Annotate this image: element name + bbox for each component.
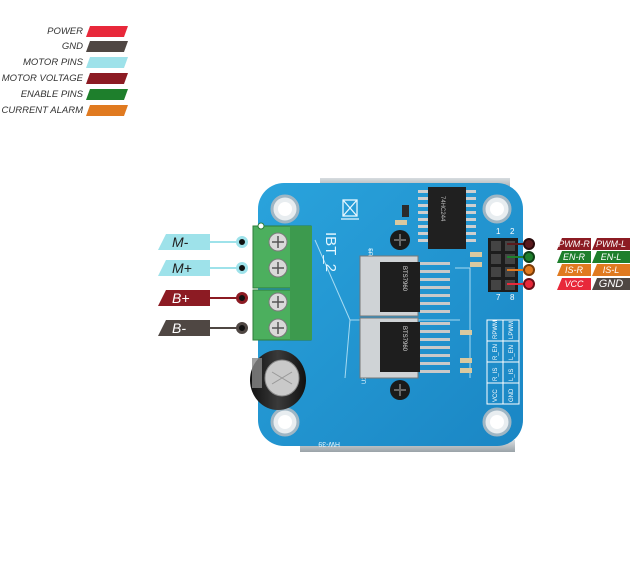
legend-label: ENABLE PINS (20, 89, 83, 100)
mounting-holes (270, 194, 512, 437)
header-label: R_IS (493, 368, 499, 381)
header-label: GND (509, 388, 515, 402)
header-label: RPWM (493, 320, 499, 339)
dot-motor-plus (236, 262, 248, 274)
dot-power (523, 278, 535, 290)
legend-label: GND (61, 41, 83, 52)
header-label: L_IS (509, 369, 515, 381)
header-num-2: 2 (510, 227, 515, 236)
tag-is-l: IS-L (592, 264, 630, 276)
tag-motor-minus: M- (158, 234, 210, 250)
tag-battery-plus: B+ (158, 290, 210, 306)
silk-title: IBT_2 (322, 232, 339, 272)
chip-lower-id: U2 (362, 376, 368, 384)
screws (390, 230, 410, 400)
legend-gnd: GND (0, 40, 130, 53)
tag-pwm-r: PWM-R (557, 238, 591, 250)
header-label-table: VCC R_IS R_EN RPWM GND L_IS L_EN LPWM (486, 319, 520, 405)
chip-upper: BTS7960 (359, 255, 450, 317)
dot-is (523, 264, 535, 276)
header-label: LPWM (509, 321, 515, 339)
chip-lower-label: BTS7960 (401, 326, 407, 352)
header-label: R_EN (493, 344, 499, 360)
dot-battery-minus (236, 322, 248, 334)
tag-motor-plus: M+ (158, 260, 210, 276)
legend-label: CURRENT ALARM (1, 105, 83, 116)
chip-lower: BTS7960 (359, 317, 450, 379)
chip-upper-label: BTS7960 (401, 266, 407, 292)
model-label: HW-39 (318, 440, 340, 447)
driver-ic-label: 74HC244 (439, 196, 445, 222)
tag-battery-minus: B- (158, 320, 210, 336)
pin-header: 1 2 7 8 (488, 227, 518, 302)
dot-pwm (523, 238, 535, 250)
dot-motor-minus (236, 236, 248, 248)
legend-current-alarm: CURRENT ALARM (0, 104, 130, 117)
chip-upper-id: U3 (369, 248, 375, 256)
header-num-7: 7 (496, 293, 501, 302)
header-num-1: 1 (496, 227, 501, 236)
tag-is-r: IS-R (557, 264, 591, 276)
weee-icon (341, 199, 359, 220)
legend-power: POWER (0, 25, 130, 38)
tag-en-r: EN-R (557, 251, 591, 263)
left-leader-lines (210, 241, 243, 329)
smd-components (395, 205, 482, 373)
dot-battery-plus (236, 292, 248, 304)
capacitor (250, 350, 306, 410)
terminal-blocks (252, 222, 312, 341)
tag-vcc: VCC (557, 278, 591, 290)
legend-motor-voltage: MOTOR VOLTAGE (0, 72, 130, 85)
header-label: L_EN (509, 345, 515, 360)
tag-gnd: GND (592, 278, 630, 290)
legend-enable-pins: ENABLE PINS (0, 88, 130, 101)
header-num-8: 8 (510, 293, 515, 302)
legend-label: MOTOR VOLTAGE (1, 73, 83, 84)
tag-en-l: EN-L (592, 251, 630, 263)
legend-label: POWER (47, 26, 83, 37)
tag-pwm-l: PWM-L (592, 238, 630, 250)
header-label: VCC (493, 389, 499, 402)
legend-motor-pins: MOTOR PINS (0, 56, 130, 69)
driver-ic: 74HC244 (418, 187, 476, 249)
legend-label: MOTOR PINS (23, 57, 83, 68)
dot-en (523, 251, 535, 263)
